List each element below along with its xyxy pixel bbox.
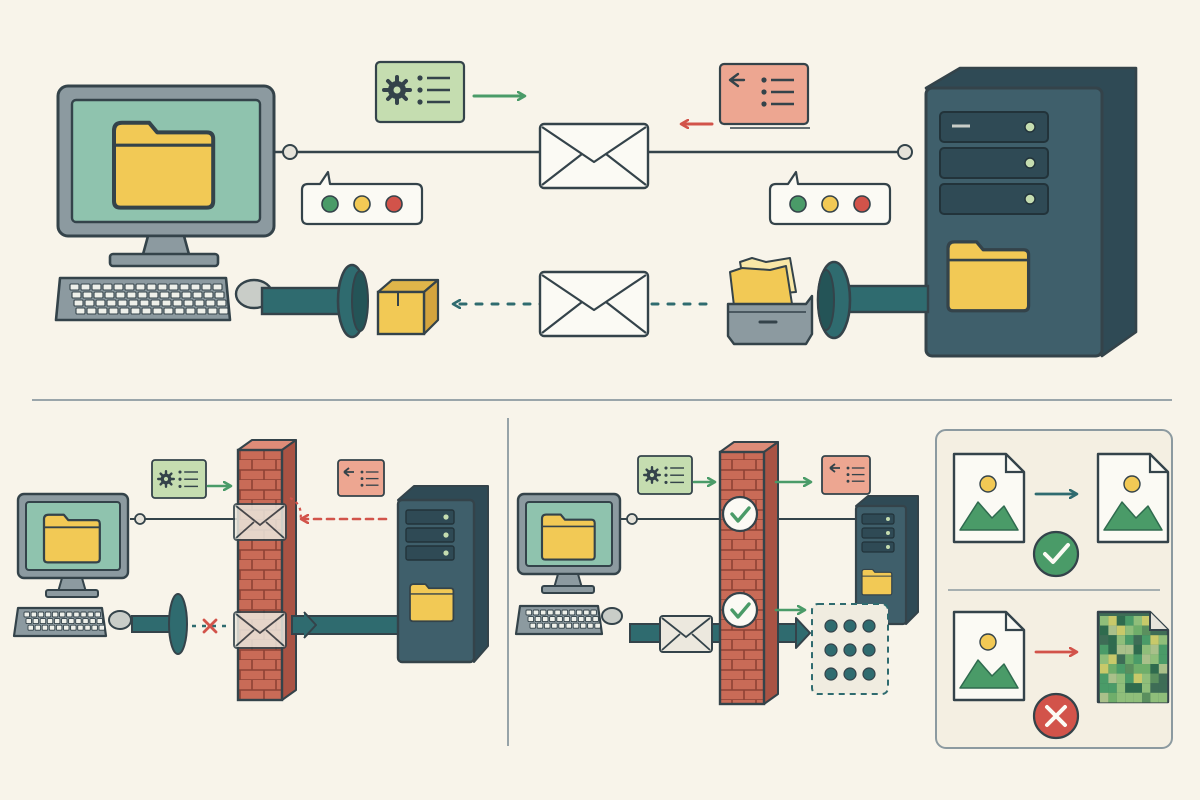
image-compare-panel [935, 429, 1173, 749]
dot-grid-icon [811, 603, 889, 695]
cross-icon [1032, 692, 1080, 740]
folder-icon [946, 240, 1031, 313]
package-box-icon [376, 278, 440, 336]
desktop-computer-icon [516, 492, 622, 594]
cross-icon [202, 618, 218, 634]
pixelated-image-icon [1096, 610, 1170, 704]
checkmark-icon [721, 591, 759, 629]
allowed-scene [514, 441, 919, 706]
response-card [718, 62, 810, 129]
image-file-icon [1096, 452, 1170, 544]
folder-icon [409, 583, 455, 623]
request-card [637, 455, 693, 495]
mouse-icon [108, 610, 132, 630]
request-card [374, 60, 466, 124]
envelope-icon [233, 503, 287, 541]
image-file-icon [952, 610, 1026, 702]
firewall-icon [236, 439, 297, 702]
image-file-icon [952, 452, 1026, 544]
checkmark-icon [721, 495, 759, 533]
envelope-icon [538, 270, 650, 338]
keyboard-icon [54, 276, 232, 322]
connection-node-right [897, 144, 913, 160]
keyboard-icon [514, 604, 604, 636]
client-pipe [131, 593, 188, 655]
client-pipe [260, 263, 369, 339]
response-card [821, 455, 871, 495]
connection-node-left [282, 144, 298, 160]
folder-icon [114, 123, 213, 208]
gear-icon [382, 75, 412, 105]
response-card [337, 459, 385, 497]
folder-icon [861, 568, 893, 596]
checkmark-icon [1032, 530, 1080, 578]
blocked-scene [12, 439, 489, 702]
mouse-icon [601, 607, 623, 625]
envelope-icon [538, 122, 650, 190]
status-bubble-server [768, 170, 892, 226]
firewall-icon [718, 441, 779, 706]
server-tower-icon [396, 485, 489, 664]
envelope-icon [233, 611, 287, 649]
desktop-computer-icon [56, 84, 276, 268]
server-tower-icon [854, 495, 919, 626]
desktop-computer-icon [16, 492, 130, 598]
server-tower-icon [924, 66, 1138, 358]
server-pipe [816, 260, 930, 340]
folder-icon [540, 513, 596, 561]
overview-scene [54, 60, 1138, 358]
request-card [151, 459, 207, 499]
file-drawer-icon [726, 257, 814, 346]
envelope-icon [659, 615, 713, 653]
status-bubble-client [300, 170, 424, 226]
folder-icon [42, 513, 101, 564]
keyboard-icon [12, 606, 108, 638]
